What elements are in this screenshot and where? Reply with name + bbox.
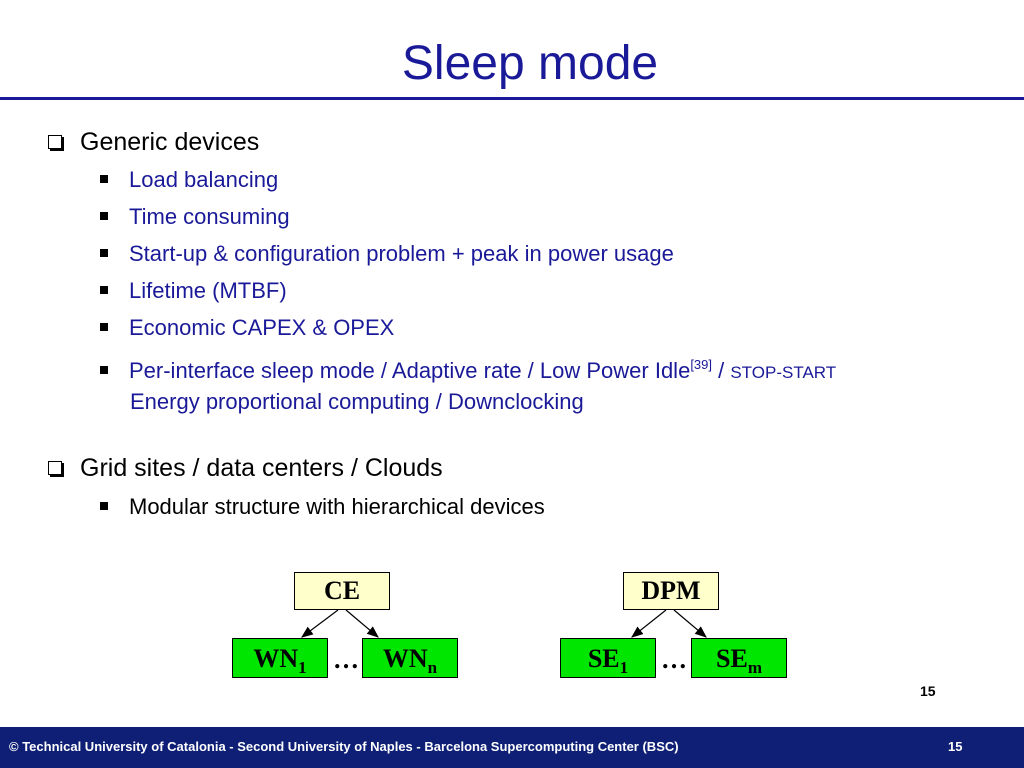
list-item-continuation: Energy proportional computing / Downcloc… bbox=[130, 389, 584, 414]
square-bullet-icon bbox=[100, 249, 108, 257]
list-item: Modular structure with hierarchical devi… bbox=[100, 493, 545, 521]
square-bullet-icon bbox=[100, 323, 108, 331]
square-bullet-icon bbox=[100, 286, 108, 294]
checkbox-bullet-icon bbox=[48, 135, 62, 149]
stop-start-label: STOP-START bbox=[730, 363, 837, 382]
ellipsis: … bbox=[661, 645, 687, 674]
square-bullet-icon bbox=[100, 366, 108, 374]
square-bullet-icon bbox=[100, 175, 108, 183]
node-ce: CE bbox=[294, 572, 390, 610]
list-item: Time consuming bbox=[100, 203, 290, 231]
node-se-1: SE1 bbox=[560, 638, 656, 678]
list-item: Load balancing bbox=[100, 166, 278, 194]
square-bullet-icon bbox=[100, 212, 108, 220]
list-item: Lifetime (MTBF) bbox=[100, 277, 287, 305]
node-se-m: SEm bbox=[691, 638, 787, 678]
title-divider bbox=[0, 97, 1024, 100]
node-dpm: DPM bbox=[623, 572, 719, 610]
footer-bar: © Technical University of Catalonia - Se… bbox=[0, 727, 1024, 768]
slide-title: Sleep mode bbox=[401, 37, 659, 90]
list-item: Per-interface sleep mode / Adaptive rate… bbox=[100, 351, 836, 387]
list-item: Economic CAPEX & OPEX bbox=[100, 314, 394, 342]
reference-superscript: [39] bbox=[690, 357, 712, 372]
ellipsis: … bbox=[333, 645, 359, 674]
square-bullet-icon bbox=[100, 502, 108, 510]
node-wn-n: WNn bbox=[362, 638, 458, 678]
node-wn-1: WN1 bbox=[232, 638, 328, 678]
slide-page-number: 15 bbox=[920, 683, 936, 699]
section-heading-grid-sites: Grid sites / data centers / Clouds bbox=[48, 453, 443, 483]
section-heading-generic-devices: Generic devices bbox=[48, 127, 259, 157]
checkbox-bullet-icon bbox=[48, 461, 62, 475]
footer-copyright: © Technical University of Catalonia - Se… bbox=[9, 739, 679, 754]
list-item: Start-up & configuration problem + peak … bbox=[100, 240, 674, 268]
footer-page-number: 15 bbox=[948, 739, 963, 754]
